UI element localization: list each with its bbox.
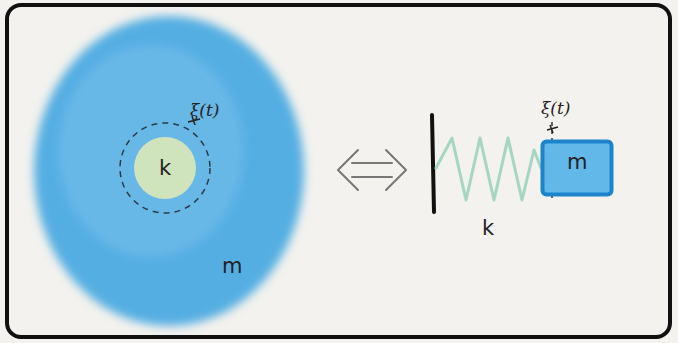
displacement-label: ξ(t) xyxy=(190,102,219,119)
displacement-marker xyxy=(547,125,558,133)
stiffness-label: k xyxy=(482,218,494,239)
spring xyxy=(436,138,541,200)
blob-fill xyxy=(34,16,304,326)
stiffness-symbol: k xyxy=(159,158,171,179)
dashed-circle xyxy=(120,123,210,213)
displacement-label: ξ(t) xyxy=(541,100,570,117)
frame xyxy=(7,5,670,337)
mass-symbol: m xyxy=(222,256,242,277)
wall xyxy=(432,115,434,212)
elastic-sphere: k xyxy=(133,136,197,200)
equivalence-arrow xyxy=(338,150,406,190)
blob-shade xyxy=(58,45,243,257)
mass-block: m xyxy=(541,140,613,196)
circle-fill xyxy=(134,137,196,199)
mass-medium: mk xyxy=(30,12,308,330)
box-fill xyxy=(543,142,612,195)
mass-symbol: m xyxy=(567,152,587,173)
